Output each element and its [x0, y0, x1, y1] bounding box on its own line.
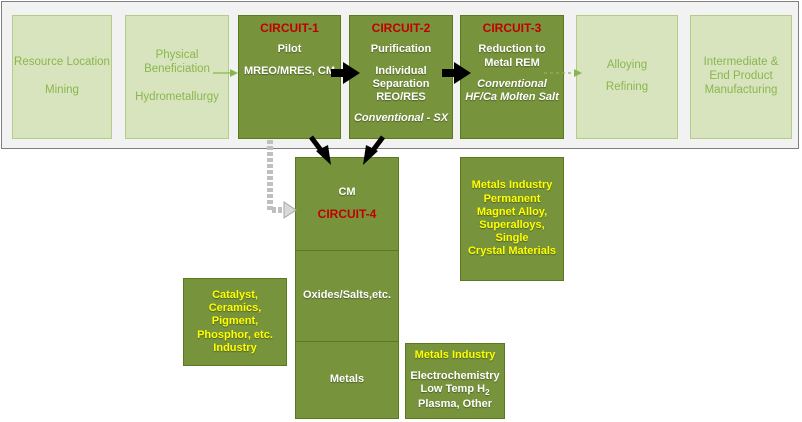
circuit1-to-circuit2-arrow	[331, 62, 360, 84]
individual-label: Individual	[375, 64, 427, 77]
circuit-2-title: CIRCUIT-2	[371, 21, 431, 35]
metals-industry-electrochemistry-box: Metals Industry Electrochemistry Low Tem…	[405, 343, 505, 419]
circuit-1-title: CIRCUIT-1	[260, 21, 319, 35]
intermediate-end-product-box: Intermediate & End Product Manufacturing	[690, 15, 792, 139]
circuit-1-box: CIRCUIT-1 Pilot MREO/MRES, CM	[238, 15, 341, 139]
industry-label: Industry	[213, 341, 257, 354]
conventional-sx-label: Conventional - SX	[353, 112, 449, 125]
end-product-label: End Product	[709, 70, 773, 83]
reduction-to-label: Reduction to	[478, 43, 546, 56]
hf-ca-molten-salt-label: HF/Ca Molten Salt	[465, 90, 559, 103]
circuit-4-cm-box: CM CIRCUIT-4	[295, 157, 399, 251]
alloying-refining-box: Alloying Refining	[576, 15, 678, 139]
electrochemistry-label: Electrochemistry	[410, 370, 500, 383]
oxides-salts-label: Oxides/Salts,etc.	[302, 289, 392, 302]
circuit2-to-circuit4-arrow	[363, 135, 385, 165]
mining-label: Mining	[45, 84, 79, 96]
plasma-other-label: Plasma, Other	[418, 398, 492, 411]
cm-label: CM	[338, 186, 356, 199]
alloying-label: Alloying	[606, 59, 648, 72]
phosphor-label: Phosphor, etc.	[197, 328, 273, 341]
reo-res-label: REO/RES	[376, 90, 426, 103]
superalloys-label: Superalloys, Single	[479, 219, 545, 245]
metals-label: Metals	[329, 373, 365, 386]
circuit-4-title: CIRCUIT-4	[317, 207, 377, 222]
beneficiation-label: Beneficiation	[144, 63, 210, 76]
catalyst-ceramics-label: Catalyst, Ceramics,	[208, 289, 262, 315]
crystal-materials-label: Crystal Materials	[467, 245, 557, 258]
catalyst-ceramics-box: Catalyst, Ceramics, Pigment, Phosphor, e…	[183, 278, 287, 366]
permanent-label: Permanent	[483, 192, 541, 205]
manufacturing-label: Manufacturing	[704, 83, 778, 96]
circuit1-to-circuit4-arrow	[309, 135, 331, 165]
refining-label: Refining	[605, 81, 649, 93]
metals-industry-magnet-box: Metals Industry Permanent Magnet Alloy, …	[460, 157, 564, 281]
resource-location-label: Resource Location	[14, 56, 110, 69]
metals-industry-label: Metals Industry	[471, 179, 553, 192]
mreo-mres-cm-label: MREO/MRES, CM	[243, 64, 336, 77]
circuit1-to-cm-dashed-arrow	[267, 140, 297, 219]
oxides-salts-box: Oxides/Salts,etc.	[295, 250, 399, 342]
intermediate-label: Intermediate &	[703, 56, 779, 69]
physical-label: Physical	[155, 49, 199, 62]
low-temp-h-text: Low Temp H	[420, 383, 486, 396]
low-temp-h2-label: Low Temp H2	[420, 383, 489, 398]
metals-industry-title: Metals Industry	[414, 349, 496, 361]
circuit-3-box: CIRCUIT-3 Reduction to Metal REM Convent…	[460, 15, 564, 139]
circuit2-to-circuit3-arrow	[442, 62, 471, 84]
hydrometallurgy-label: Hydrometallurgy	[135, 90, 219, 103]
separation-label: Separation	[372, 77, 430, 90]
purification-label: Purification	[370, 43, 432, 56]
magnet-alloy-label: Magnet Alloy,	[476, 205, 548, 218]
pilot-label: Pilot	[277, 43, 302, 56]
metal-rem-label: Metal REM	[484, 56, 540, 69]
beneficiation-box: Physical Beneficiation Hydrometallurgy	[125, 15, 229, 139]
metals-box: Metals	[295, 341, 399, 419]
circuit-3-title: CIRCUIT-3	[482, 21, 542, 35]
pigment-label: Pigment,	[211, 315, 259, 328]
conventional-label: Conventional	[477, 77, 547, 90]
circuit-2-box: CIRCUIT-2 Purification Individual Separa…	[349, 15, 453, 139]
h2-subscript: 2	[485, 388, 490, 398]
resource-location-mining-box: Resource Location Mining	[12, 15, 112, 139]
